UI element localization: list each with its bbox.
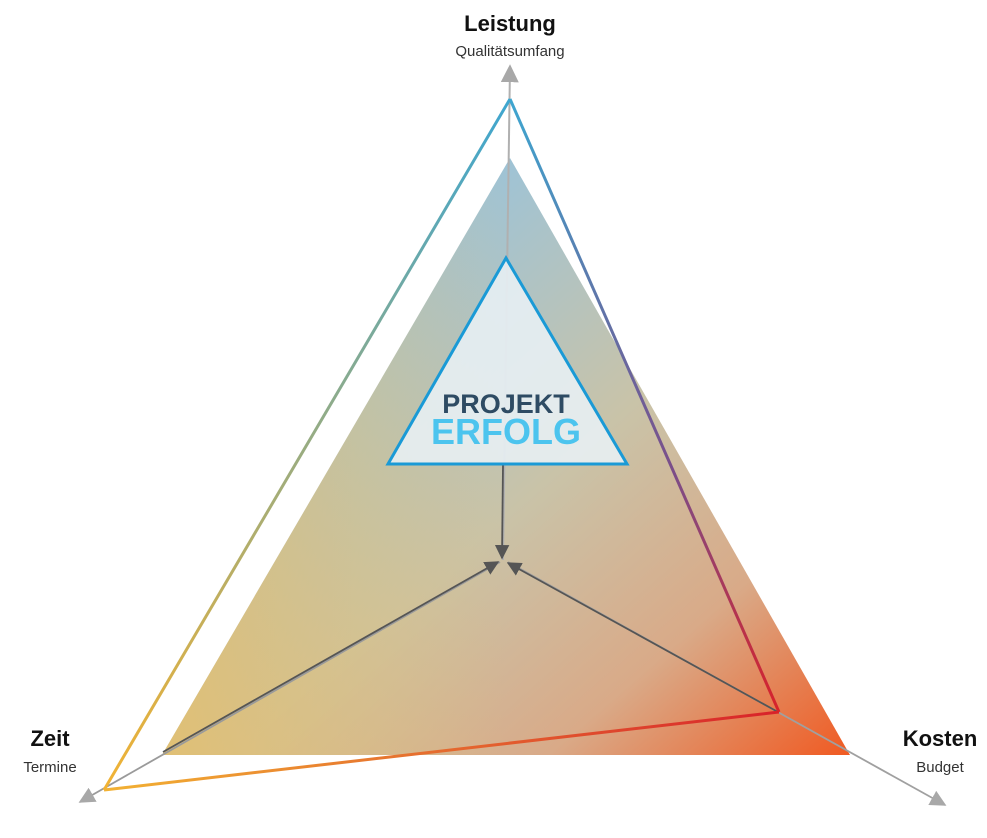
outline-right-edge bbox=[508, 98, 781, 713]
arrow-from-right bbox=[506, 562, 779, 713]
arrow-from-top bbox=[494, 464, 510, 560]
outline-bottom-edge bbox=[103, 710, 780, 792]
label-left-subtitle: Termine bbox=[23, 759, 76, 776]
center-text-projekt: PROJEKT bbox=[442, 389, 570, 419]
inner-triangle bbox=[385, 255, 630, 466]
label-right-subtitle: Budget bbox=[916, 759, 964, 776]
outline-left-edge bbox=[102, 98, 512, 791]
axis-left bbox=[78, 561, 501, 803]
center-text-erfolg: ERFOLG bbox=[431, 411, 581, 452]
label-right-title: Kosten bbox=[903, 726, 978, 751]
arrow-from-left bbox=[162, 561, 500, 753]
label-top-title: Leistung bbox=[464, 11, 556, 36]
label-top-subtitle: Qualitätsumfang bbox=[455, 43, 564, 60]
label-left-title: Zeit bbox=[30, 726, 70, 751]
